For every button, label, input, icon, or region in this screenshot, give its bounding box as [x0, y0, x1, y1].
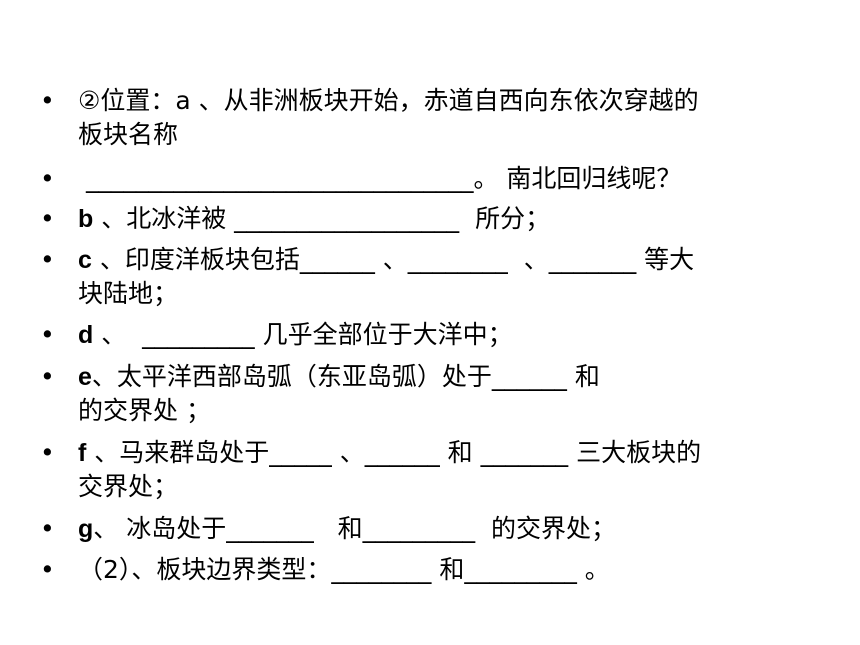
item-body: _______________________________。 南北回归线呢？	[78, 164, 682, 193]
item-prefix: g	[78, 515, 94, 543]
item-prefix: f	[78, 439, 87, 467]
item-body: 、 _________ 几乎全部位于大洋中；	[93, 320, 513, 349]
item-text: b 、北冰洋被 __________________ 所分；	[78, 202, 830, 236]
item-body: 、北冰洋被 __________________ 所分；	[93, 204, 551, 233]
bullet: •	[40, 86, 55, 115]
bullet: •	[40, 204, 55, 233]
bullet: •	[40, 514, 55, 543]
item-body: （2）、板块边界类型：________ 和_________ 。	[78, 555, 610, 584]
item-text: （2）、板块边界类型：________ 和_________ 。	[78, 553, 830, 587]
item-text: d 、 _________ 几乎全部位于大洋中；	[78, 318, 830, 352]
item-text: c 、印度洋板块包括______ 、________ 、_______ 等大 块…	[78, 243, 830, 310]
bullet: •	[40, 438, 55, 467]
item-text: g、 冰岛处于_______ 和_________ 的交界处；	[78, 512, 830, 546]
item-text: f 、马来群岛处于_____ 、______ 和 _______ 三大板块的 交…	[78, 436, 830, 503]
bullet: •	[40, 555, 55, 584]
bullet: •	[40, 320, 55, 349]
item-prefix: e	[78, 363, 92, 391]
item-body: 、太平洋西部岛弧（东亚岛弧）处于______ 和 的交界处 ；	[78, 362, 600, 425]
item-text: ②位置：a 、从非洲板块开始，赤道自西向东依次穿越的 板块名称	[78, 84, 830, 151]
bullet: •	[40, 245, 55, 274]
item-text: e、太平洋西部岛弧（东亚岛弧）处于______ 和 的交界处 ；	[78, 360, 830, 427]
item-body: 、印度洋板块包括______ 、________ 、_______ 等大 块陆地…	[78, 245, 695, 308]
bullet: •	[40, 362, 55, 391]
item-body: 、马来群岛处于_____ 、______ 和 _______ 三大板块的 交界处…	[78, 438, 702, 501]
item-prefix: d	[78, 321, 94, 349]
item-body: 、 冰岛处于_______ 和_________ 的交界处；	[93, 514, 616, 543]
item-prefix: b	[78, 205, 94, 233]
item-prefix: c	[78, 246, 92, 274]
item-text: _______________________________。 南北回归线呢？	[78, 162, 830, 196]
bullet: •	[40, 164, 55, 193]
item-body: ②位置：a 、从非洲板块开始，赤道自西向东依次穿越的 板块名称	[78, 86, 699, 149]
